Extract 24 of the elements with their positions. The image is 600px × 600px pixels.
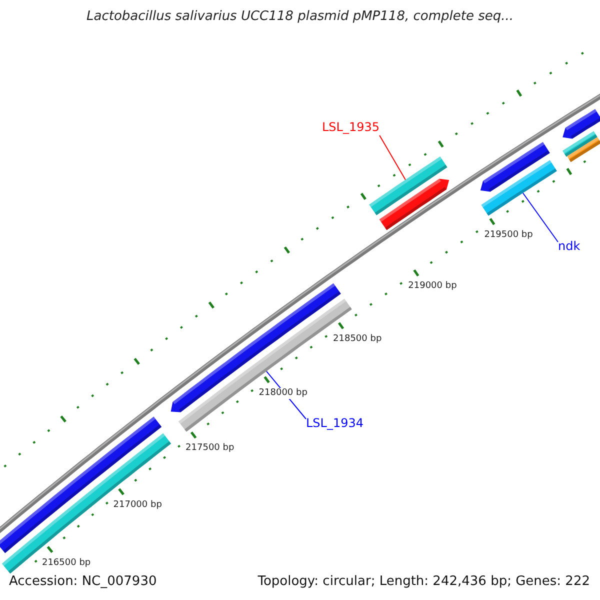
- summary-note: Topology: circular; Length: 242,436 bp; Genes: 222: [258, 574, 590, 590]
- title: Lactobacillus salivarius UCC118 plasmid pMP118, complete seq...: [85, 9, 514, 25]
- accession-note: Accession: NC_007930: [9, 574, 157, 590]
- leader-line: [379, 134, 406, 180]
- gene-label: LSL_1935: [322, 120, 380, 134]
- gene-bar: [369, 156, 448, 216]
- scale-label: 216500 bp: [42, 558, 91, 568]
- scale-label: 218500 bp: [333, 334, 382, 344]
- scale-label: 219000 bp: [408, 280, 457, 292]
- leader-line: [522, 192, 558, 242]
- gene-bar: [480, 142, 550, 192]
- gene-label: ndk: [558, 239, 580, 254]
- gene-bar: [481, 160, 557, 216]
- gene-bar: [379, 178, 450, 230]
- scale-label: 217500 bp: [186, 443, 234, 454]
- scale-label: 218000 bp: [258, 388, 308, 399]
- gene-bar: [562, 109, 600, 139]
- gene-bar: [2, 433, 172, 574]
- scale-label: 217000 bp: [113, 500, 162, 510]
- gene-bar: [562, 131, 598, 157]
- gene-bar: [567, 137, 600, 162]
- gene-label: LSL_1934: [306, 416, 364, 430]
- gene-bar: [0, 416, 162, 554]
- scale-label: 219500 bp: [484, 230, 533, 240]
